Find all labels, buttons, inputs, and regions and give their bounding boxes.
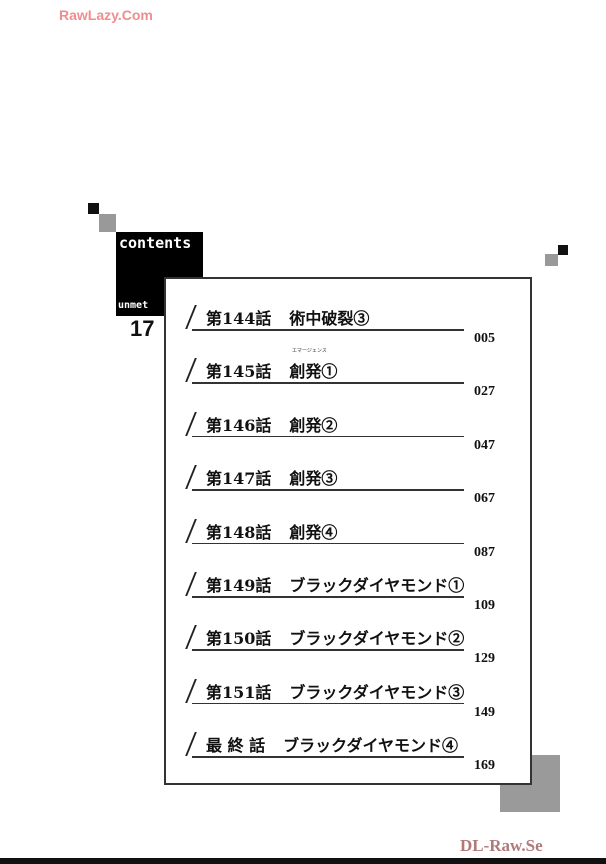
contents-title: contents — [119, 234, 192, 252]
leader-line — [192, 596, 464, 598]
page-number: 087 — [474, 544, 495, 560]
entry-label: 第150話ブラックダイヤモンド② — [206, 625, 464, 649]
chapter-title: ブラックダイヤモンド③ — [289, 682, 465, 702]
toc-entry[interactable]: 第150話ブラックダイヤモンド② 129 — [166, 617, 530, 667]
entry-label: 最 終 話ブラックダイヤモンド④ — [206, 732, 458, 756]
toc-entry[interactable]: 第146話創発② 047 — [166, 404, 530, 454]
leader-line — [192, 329, 464, 331]
chapter-number: 第146話 — [206, 415, 272, 435]
slash-mark — [185, 305, 197, 329]
toc-entry[interactable]: 第149話ブラックダイヤモンド① 109 — [166, 564, 530, 614]
toc-entry[interactable]: 第151話ブラックダイヤモンド③ 149 — [166, 671, 530, 721]
leader-line — [192, 649, 464, 651]
decor-square-black — [88, 203, 99, 214]
leader-line — [192, 489, 464, 491]
toc-entry[interactable]: 第147話創発③ 067 — [166, 457, 530, 507]
slash-mark — [185, 732, 197, 757]
toc-entry[interactable]: 第148話創発④ 087 — [166, 511, 530, 561]
chapter-number: 第144話 — [206, 309, 272, 328]
decor-square-gray — [545, 254, 558, 266]
chapter-number: 第147話 — [206, 469, 272, 489]
slash-mark — [185, 465, 197, 490]
decor-square-gray — [99, 214, 116, 232]
chapter-title: ブラックダイヤモンド④ — [283, 736, 459, 756]
chapter-number: 最 終 話 — [206, 736, 266, 756]
entry-label: 第145話創発① — [206, 358, 337, 382]
entry-label: 第147話創発③ — [206, 465, 337, 489]
leader-line — [192, 542, 464, 545]
page-number: 005 — [474, 331, 495, 346]
page-number: 109 — [474, 598, 495, 613]
decor-square-black — [558, 245, 568, 255]
page-number: 149 — [474, 704, 495, 720]
leader-line — [192, 702, 464, 705]
slash-mark — [185, 572, 197, 596]
leader-line — [192, 435, 464, 438]
page-number: 129 — [474, 651, 495, 667]
volume-number: 17 — [130, 316, 155, 341]
entry-label: 第149話ブラックダイヤモンド① — [206, 572, 464, 596]
leader-line — [192, 382, 464, 384]
entry-label: 第144話術中破裂③ — [206, 305, 369, 329]
slash-mark — [185, 411, 197, 436]
slash-mark — [185, 358, 197, 383]
slash-mark — [185, 518, 197, 543]
toc-entry[interactable]: 最 終 話ブラックダイヤモンド④ 169 — [166, 724, 530, 774]
watermark-bottom: DL-Raw.Se — [460, 836, 543, 855]
chapter-title: ブラックダイヤモンド② — [289, 629, 465, 649]
chapter-number: 第148話 — [206, 522, 272, 542]
page-number: 027 — [474, 384, 495, 400]
chapter-title: 創発④ — [289, 522, 338, 542]
toc-entry[interactable]: 第144話術中破裂③ 005 — [166, 297, 530, 347]
chapter-number: 第145話 — [206, 362, 272, 382]
bottom-bar — [0, 858, 606, 864]
slash-mark — [185, 625, 197, 650]
entry-label: 第151話ブラックダイヤモンド③ — [206, 679, 464, 703]
chapter-number: 第151話 — [206, 682, 272, 702]
chapter-title: 創発③ — [289, 469, 338, 489]
chapter-title: ブラックダイヤモンド① — [289, 576, 465, 595]
ruby-text: エマージェンス — [292, 348, 327, 355]
entry-label: 第146話創発② — [206, 412, 337, 436]
chapter-title: 創発① — [289, 362, 338, 382]
chapter-number: 第150話 — [206, 629, 272, 649]
toc-panel: 第144話術中破裂③ 005 第145話創発① エマージェンス 027 第146… — [164, 277, 532, 785]
chapter-title: 術中破裂③ — [289, 309, 370, 328]
entry-label: 第148話創発④ — [206, 519, 337, 543]
page-number: 047 — [474, 437, 495, 453]
chapter-number: 第149話 — [206, 576, 272, 595]
chapter-title: 創発② — [289, 415, 338, 435]
watermark-top: RawLazy.Com — [59, 7, 153, 23]
toc-entry[interactable]: 第145話創発① エマージェンス 027 — [166, 348, 530, 400]
page-number: 067 — [474, 491, 495, 507]
leader-line — [192, 756, 464, 758]
page-number: 169 — [474, 758, 495, 774]
slash-mark — [185, 678, 197, 703]
series-title: unmet — [118, 300, 149, 311]
